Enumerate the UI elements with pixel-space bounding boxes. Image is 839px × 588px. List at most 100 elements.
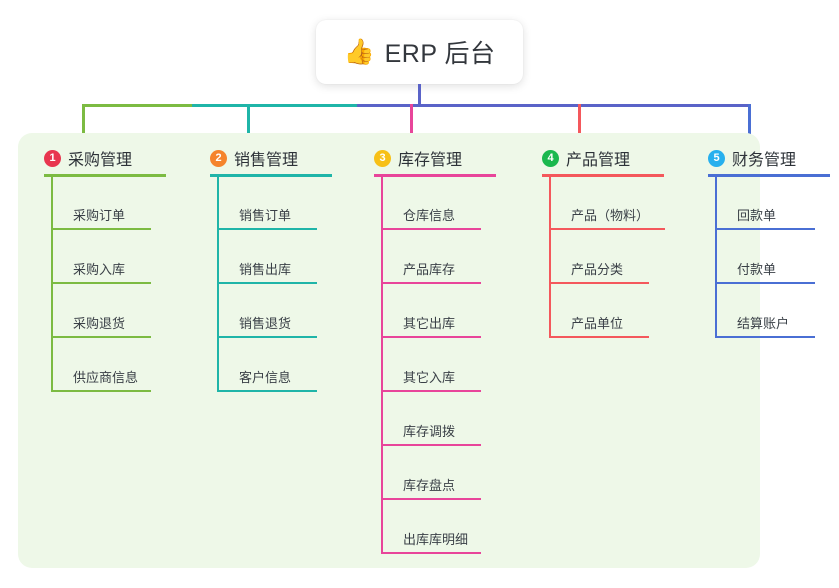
drop-line-2 <box>247 104 250 143</box>
leaf-label: 采购订单 <box>73 208 126 223</box>
root-connector-stem <box>418 84 421 106</box>
column-spine <box>217 176 219 392</box>
leaf-label: 仓库信息 <box>403 208 456 223</box>
leaf-underline <box>549 228 665 230</box>
leaf-underline <box>51 282 151 284</box>
bus-segment-2 <box>192 104 357 107</box>
leaf-item[interactable]: 销售出库 <box>217 257 322 291</box>
leaf-underline <box>715 228 815 230</box>
leaf-label: 销售订单 <box>239 208 292 223</box>
leaf-underline <box>381 282 481 284</box>
leaf-item[interactable]: 采购订单 <box>51 203 156 237</box>
column-header-5[interactable]: 5 财务管理 <box>708 146 796 170</box>
column-title: 销售管理 <box>234 152 299 169</box>
leaf-label: 其它出库 <box>403 316 456 331</box>
leaf-underline <box>381 390 481 392</box>
leaf-label: 供应商信息 <box>73 370 139 385</box>
leaf-underline <box>217 336 317 338</box>
leaf-label: 库存调拨 <box>403 424 456 439</box>
number-badge: 2 <box>210 149 227 167</box>
leaf-underline <box>51 390 151 392</box>
drop-line-5 <box>748 104 751 143</box>
leaf-item[interactable]: 产品（物料） <box>549 203 665 237</box>
leaf-underline <box>217 282 317 284</box>
column-underline <box>374 174 496 177</box>
bus-segment-3 <box>357 104 750 107</box>
root-node-title: ERP 后台 <box>384 40 496 68</box>
thumbs-up-icon: 👍 <box>343 37 375 66</box>
leaf-label: 付款单 <box>737 262 777 277</box>
leaf-item[interactable]: 仓库信息 <box>381 203 486 237</box>
drop-line-3 <box>410 104 413 143</box>
leaf-label: 销售出库 <box>239 262 292 277</box>
root-node-card: 👍 ERP 后台 <box>316 20 523 84</box>
leaf-label: 出库库明细 <box>403 532 469 547</box>
leaf-item[interactable]: 采购入库 <box>51 257 156 291</box>
leaf-item[interactable]: 其它入库 <box>381 365 486 399</box>
leaf-label: 客户信息 <box>239 370 292 385</box>
leaf-underline <box>549 282 649 284</box>
column-header-3[interactable]: 3 库存管理 <box>374 146 462 170</box>
leaf-item[interactable]: 回款单 <box>715 203 820 237</box>
leaf-item[interactable]: 产品单位 <box>549 311 654 345</box>
number-badge: 3 <box>374 149 391 167</box>
leaf-label: 产品（物料） <box>571 208 650 223</box>
leaf-label: 库存盘点 <box>403 478 456 493</box>
leaf-label: 采购退货 <box>73 316 126 331</box>
leaf-underline <box>715 282 815 284</box>
number-badge: 4 <box>542 149 559 167</box>
leaf-item[interactable]: 库存调拨 <box>381 419 486 453</box>
leaf-item[interactable]: 出库库明细 <box>381 527 486 561</box>
number-badge: 5 <box>708 149 725 167</box>
leaf-label: 其它入库 <box>403 370 456 385</box>
leaf-item[interactable]: 供应商信息 <box>51 365 156 399</box>
leaf-item[interactable]: 其它出库 <box>381 311 486 345</box>
leaf-item[interactable]: 销售订单 <box>217 203 322 237</box>
leaf-underline <box>381 336 481 338</box>
column-spine <box>549 176 551 338</box>
column-title: 产品管理 <box>566 152 631 169</box>
drop-line-4 <box>578 104 581 143</box>
leaf-label: 产品分类 <box>571 262 624 277</box>
column-title: 库存管理 <box>398 152 463 169</box>
column-header-4[interactable]: 4 产品管理 <box>542 146 630 170</box>
leaf-label: 回款单 <box>737 208 777 223</box>
leaf-underline <box>549 336 649 338</box>
column-title: 采购管理 <box>68 152 133 169</box>
leaf-item[interactable]: 采购退货 <box>51 311 156 345</box>
column-header-2[interactable]: 2 销售管理 <box>210 146 298 170</box>
leaf-label: 产品单位 <box>571 316 624 331</box>
leaf-item[interactable]: 产品分类 <box>549 257 654 291</box>
diagram-panel <box>18 133 760 568</box>
column-underline <box>210 174 332 177</box>
column-spine <box>51 176 53 392</box>
column-title: 财务管理 <box>732 152 797 169</box>
leaf-item[interactable]: 结算账户 <box>715 311 820 345</box>
leaf-label: 结算账户 <box>737 316 790 331</box>
leaf-label: 销售退货 <box>239 316 292 331</box>
column-underline <box>542 174 664 177</box>
column-spine <box>381 176 383 554</box>
column-underline <box>44 174 166 177</box>
leaf-item[interactable]: 付款单 <box>715 257 820 291</box>
leaf-underline <box>51 336 151 338</box>
leaf-underline <box>51 228 151 230</box>
drop-line-1 <box>82 104 85 143</box>
leaf-item[interactable]: 客户信息 <box>217 365 322 399</box>
leaf-underline <box>715 336 815 338</box>
leaf-underline <box>381 228 481 230</box>
leaf-underline <box>381 552 481 554</box>
leaf-underline <box>217 390 317 392</box>
leaf-item[interactable]: 库存盘点 <box>381 473 486 507</box>
column-spine <box>715 176 717 338</box>
leaf-item[interactable]: 销售退货 <box>217 311 322 345</box>
number-badge: 1 <box>44 149 61 167</box>
column-underline <box>708 174 830 177</box>
leaf-underline <box>381 444 481 446</box>
leaf-item[interactable]: 产品库存 <box>381 257 486 291</box>
leaf-label: 产品库存 <box>403 262 456 277</box>
leaf-label: 采购入库 <box>73 262 126 277</box>
leaf-underline <box>381 498 481 500</box>
leaf-underline <box>217 228 317 230</box>
column-header-1[interactable]: 1 采购管理 <box>44 146 132 170</box>
